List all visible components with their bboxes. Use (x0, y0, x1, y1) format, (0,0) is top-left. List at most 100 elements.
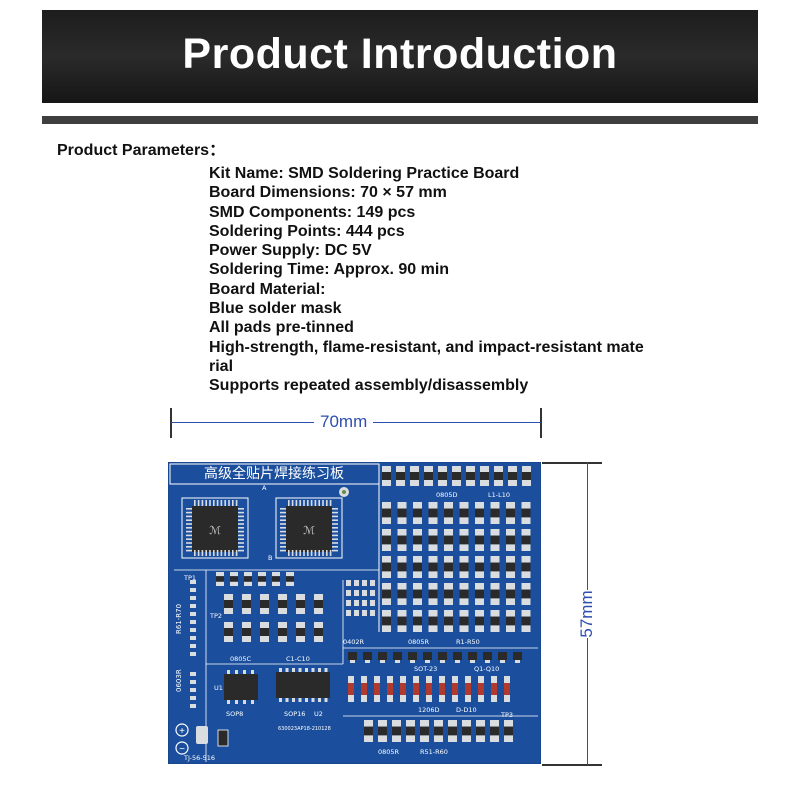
label-serial: 630023AP18-210128 (278, 726, 331, 732)
pad (475, 610, 484, 617)
pin (299, 500, 301, 506)
pad (413, 583, 422, 590)
smd-component (480, 472, 489, 480)
pad (452, 480, 461, 486)
pad (475, 544, 484, 551)
pad (475, 583, 484, 590)
pin (324, 668, 328, 672)
separator-bar (42, 116, 758, 124)
pin (209, 500, 211, 506)
pad (490, 517, 500, 524)
smd-component (396, 472, 405, 480)
smd-component (521, 616, 531, 626)
pin (326, 500, 328, 506)
pad (521, 610, 531, 617)
pad (508, 466, 517, 472)
label-mark-b: B (268, 554, 272, 562)
pad (506, 625, 515, 632)
pcb-board-image: 高级全贴片焊接练习板 ℳ ℳ + − (168, 462, 541, 764)
pad (521, 556, 531, 563)
pin (205, 550, 207, 556)
pad (490, 720, 499, 727)
pad (346, 600, 351, 606)
pad (504, 720, 513, 727)
smd-component (459, 535, 469, 545)
pin (216, 550, 219, 556)
pad (475, 502, 484, 509)
smd-component (242, 628, 251, 636)
pad (406, 720, 415, 727)
smd-component (483, 652, 492, 660)
smd-component (475, 535, 484, 545)
pad (382, 556, 391, 563)
pad (490, 598, 500, 605)
pin (238, 530, 244, 533)
pin (238, 546, 244, 548)
pin (186, 530, 192, 533)
label-sop8: SOP8 (226, 710, 243, 718)
label-sot23: SOT-23 (414, 665, 437, 673)
pad (506, 556, 515, 563)
pin (322, 550, 324, 556)
pad (444, 598, 453, 605)
pad (382, 517, 391, 524)
pad (260, 608, 269, 614)
smd-component (475, 562, 484, 572)
smd-component (314, 600, 323, 608)
smd-component (434, 726, 443, 736)
pin (238, 511, 244, 514)
smd-component (413, 562, 422, 572)
pad (466, 466, 475, 472)
pin (186, 523, 192, 525)
pin (197, 550, 200, 556)
sop16-chip (276, 672, 330, 698)
pad (260, 594, 269, 600)
pad (397, 502, 407, 509)
pad (190, 596, 196, 600)
pad (378, 720, 387, 727)
pin (303, 550, 305, 556)
pin (224, 500, 226, 506)
qfp-chip-right: ℳ (275, 497, 343, 559)
pad (459, 556, 469, 563)
pad (396, 480, 405, 486)
pin (329, 550, 332, 556)
diode (439, 683, 445, 695)
label-q1-q10: Q1-Q10 (474, 665, 499, 673)
pin (251, 700, 254, 704)
pad (396, 466, 405, 472)
smd-component (382, 535, 391, 545)
pad (521, 544, 531, 551)
param-line: High-strength, flame-resistant, and impa… (209, 338, 644, 356)
pad (314, 622, 323, 628)
pin (485, 660, 490, 663)
pad (444, 556, 453, 563)
pin (295, 500, 298, 506)
pad (397, 610, 407, 617)
pin (303, 500, 305, 506)
pad (424, 480, 433, 486)
diode (452, 683, 458, 695)
pad (190, 704, 196, 708)
pin (318, 550, 320, 556)
pin (280, 534, 286, 537)
pad (424, 466, 433, 472)
diode (374, 683, 380, 695)
smd-component (348, 652, 357, 660)
pin (186, 508, 192, 510)
smd-component (224, 628, 233, 636)
label-tp1: TP1 (183, 574, 196, 582)
pin (186, 515, 192, 518)
smd-component (444, 589, 453, 599)
pad (494, 480, 503, 486)
pin (280, 530, 286, 533)
pad (190, 696, 196, 700)
pad (370, 600, 375, 606)
smd-component (444, 508, 453, 518)
diode (426, 683, 432, 695)
pad (362, 580, 367, 586)
pin (224, 550, 226, 556)
smd-component (278, 628, 287, 636)
smd-component (459, 616, 469, 626)
pin (213, 550, 215, 556)
